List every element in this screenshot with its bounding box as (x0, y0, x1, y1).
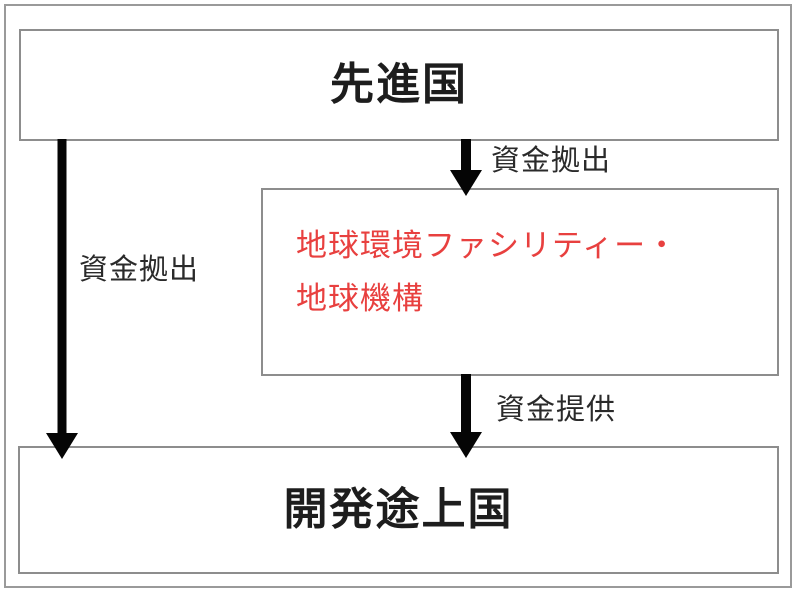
arrow-head (450, 170, 482, 196)
arrow-shaft (461, 139, 471, 170)
node-developing-countries[interactable]: 開発途上国 (18, 446, 779, 574)
arrow-developed-to-facility-icon (449, 139, 483, 196)
edge-label-facility-to-developing: 資金提供 (496, 392, 617, 426)
arrow-developed-to-developing-icon (45, 139, 79, 459)
arrow-head (46, 433, 78, 459)
node-facility-label-line2: 地球機構 (296, 281, 424, 318)
arrow-shaft (461, 374, 471, 432)
arrow-head (450, 432, 482, 458)
arrow-shaft (57, 139, 67, 433)
node-developed-countries[interactable]: 先進国 (19, 29, 779, 141)
node-global-environment-facility[interactable]: 地球環境ファシリティー・ 地球機構 (261, 188, 779, 376)
edge-label-developed-to-developing: 資金拠出 (79, 252, 200, 286)
node-developed-countries-label: 先進国 (330, 58, 468, 110)
node-developing-countries-label: 開発途上国 (283, 483, 514, 535)
node-facility-label-group: 地球環境ファシリティー・ 地球機構 (296, 220, 763, 327)
arrow-facility-to-developing-icon (449, 374, 483, 458)
node-facility-label-line1: 地球環境ファシリティー・ (296, 228, 679, 264)
edge-label-developed-to-facility: 資金拠出 (491, 143, 612, 177)
outer-frame-border (4, 4, 792, 588)
